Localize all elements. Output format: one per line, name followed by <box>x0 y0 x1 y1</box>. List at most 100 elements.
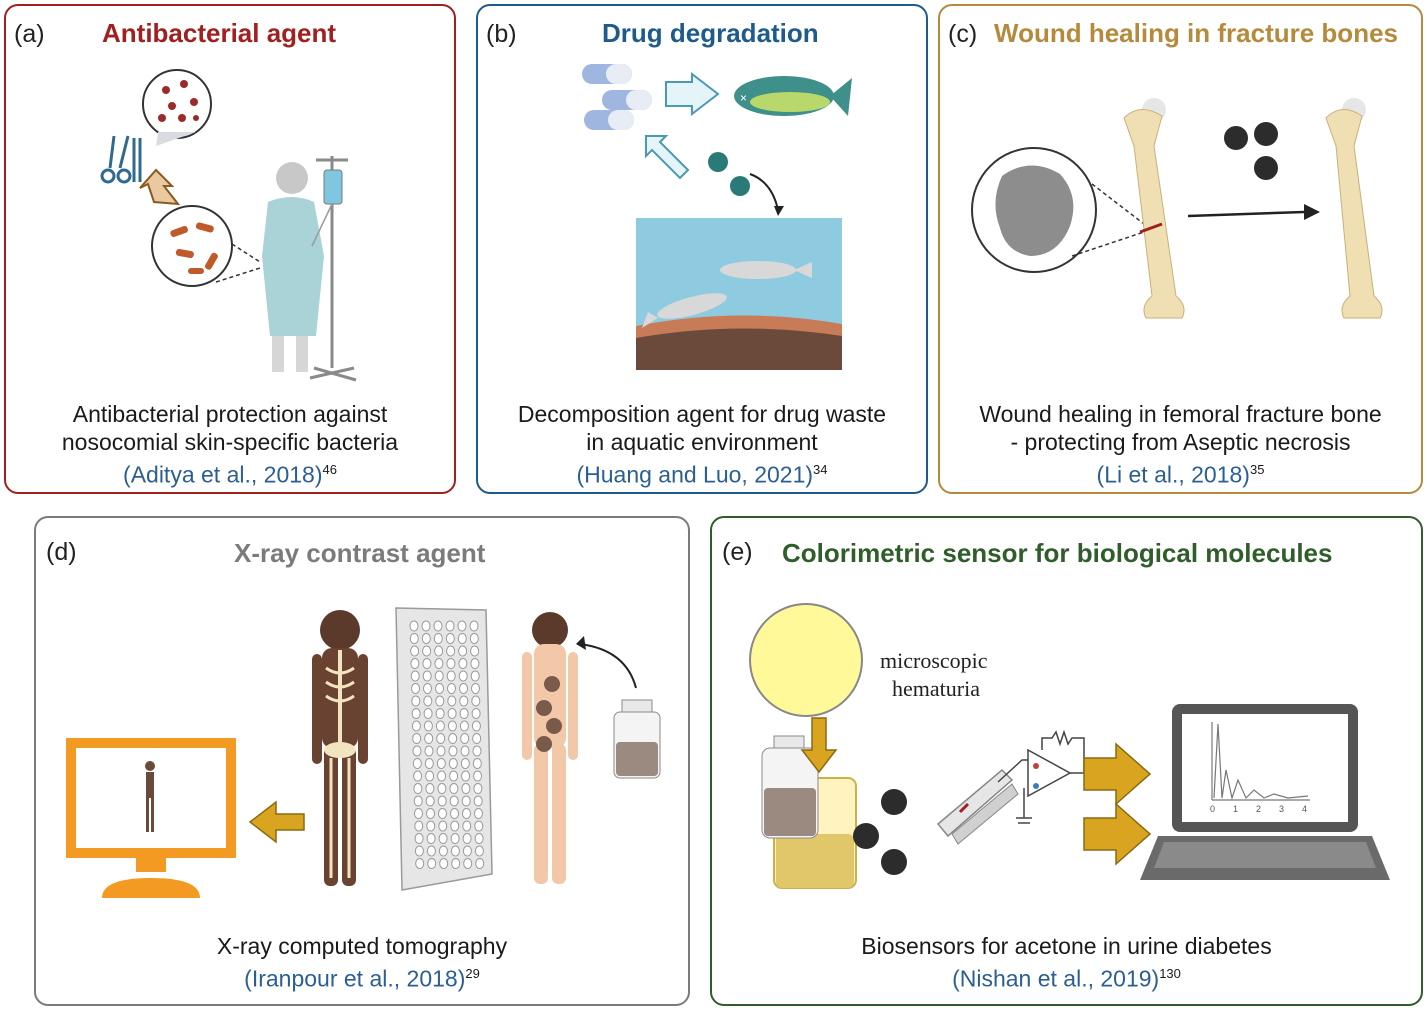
plate-well <box>472 745 482 757</box>
plate-well <box>462 833 472 844</box>
plate-well <box>422 670 432 682</box>
plate-well <box>450 845 460 857</box>
plate-well <box>470 658 480 669</box>
citation: (Li et al., 2018) <box>1096 461 1250 488</box>
plate-well <box>427 858 437 869</box>
fractured-femur-icon <box>1123 98 1185 319</box>
panel-label: (c) <box>948 20 978 48</box>
plate-well <box>411 695 421 707</box>
graph-tick-label: 3 <box>1279 804 1284 814</box>
caption-line: Biosensors for acetone in urine diabetes <box>861 933 1272 959</box>
curved-arrow-icon <box>579 643 637 689</box>
plate-well <box>471 720 481 732</box>
plate-well <box>448 758 458 769</box>
plate-well <box>423 695 433 707</box>
plate-well <box>475 858 485 869</box>
plate-well <box>434 658 444 669</box>
xray-illustration <box>66 607 661 898</box>
plate-well <box>426 808 435 819</box>
panel-title: Colorimetric sensor for biological molec… <box>782 538 1333 568</box>
reference-number: 46 <box>322 462 337 477</box>
panel-title: Wound healing in fracture bones <box>994 18 1398 48</box>
caption-line: nosocomial skin-specific bacteria <box>61 429 399 455</box>
plate-well <box>413 783 423 794</box>
nanoparticle-icon <box>730 176 750 196</box>
panel-drug-degradation: (b) Drug degradation × <box>476 4 928 494</box>
plate-well <box>424 758 434 769</box>
plate-well <box>472 758 482 769</box>
fish-icon: × <box>734 76 852 116</box>
nanoparticle-icon <box>853 823 879 849</box>
graph-tick-label: 0 <box>1210 804 1215 814</box>
plate-well <box>469 620 479 632</box>
caption-line: X-ray computed tomography <box>216 933 508 959</box>
plate-well <box>474 845 484 857</box>
plate-well <box>414 808 423 819</box>
hematuria-label: hematuria <box>892 676 980 701</box>
plate-well <box>424 745 434 757</box>
laptop-icon <box>1140 704 1390 880</box>
vial-icon <box>761 735 819 839</box>
plate-well <box>423 720 433 732</box>
plate-well <box>414 845 424 857</box>
plate-well <box>449 770 459 782</box>
caption-line: Antibacterial protection against <box>72 401 388 427</box>
plate-well <box>436 733 446 744</box>
panel-label: (e) <box>722 538 753 566</box>
nanoparticle-icon <box>708 152 728 172</box>
monitor-icon <box>66 738 236 898</box>
plate-well <box>414 833 424 844</box>
plate-well <box>412 733 422 744</box>
plate-well <box>449 783 459 794</box>
plate-well <box>446 645 456 657</box>
plate-well <box>422 658 432 669</box>
citation: (Huang and Luo, 2021) <box>576 461 814 488</box>
panel-label: (a) <box>14 20 45 48</box>
reference-number: 130 <box>1159 966 1181 981</box>
plate-well <box>422 645 432 657</box>
plate-well <box>462 845 472 857</box>
plate-well <box>459 683 468 694</box>
plate-well <box>447 708 457 719</box>
citation: (Iranpour et al., 2018) <box>244 965 466 992</box>
plate-well <box>425 783 435 794</box>
plate-well <box>447 695 457 707</box>
plate-well <box>437 783 447 794</box>
plate-well <box>433 620 443 632</box>
plate-well <box>474 808 483 819</box>
plate-well <box>423 708 433 719</box>
plate-well <box>438 833 448 844</box>
plate-well <box>410 658 420 669</box>
plate-well <box>457 620 467 632</box>
nanoparticle-icon <box>881 849 907 875</box>
plate-well <box>474 833 484 844</box>
arrow-right-icon <box>1083 742 1152 806</box>
caption-line: - protecting from Aseptic necrosis <box>1010 429 1351 455</box>
plate-well <box>437 795 447 807</box>
nanoparticle-icon <box>1254 156 1278 180</box>
panel-title: X-ray contrast agent <box>234 538 486 568</box>
plate-well <box>421 620 431 632</box>
plate-well <box>458 645 468 657</box>
plate-well <box>457 633 467 644</box>
wound-healing-illustration <box>971 98 1383 319</box>
signal-graph <box>1211 722 1310 801</box>
plate-well <box>462 808 471 819</box>
panel-title: Drug degradation <box>602 18 819 48</box>
arrow-down-icon <box>139 168 181 206</box>
reference-number: 35 <box>1249 462 1265 477</box>
patient-icon <box>262 162 324 372</box>
plate-well <box>411 720 421 732</box>
surgical-scissors-icon <box>100 135 142 184</box>
plate-well <box>460 733 470 744</box>
plate-well <box>435 720 445 732</box>
panel-colorimetric-sensor: (e) Colorimetric sensor for biological m… <box>710 516 1423 1006</box>
arrow-diagonal-icon <box>645 135 690 180</box>
arrow-down-icon <box>800 717 838 774</box>
plate-well <box>470 645 480 657</box>
plate-well <box>435 683 444 694</box>
plate-well <box>425 795 435 807</box>
arrow-left-icon <box>248 800 305 844</box>
nanoparticle-icon <box>1224 126 1248 150</box>
plate-well <box>445 633 455 644</box>
